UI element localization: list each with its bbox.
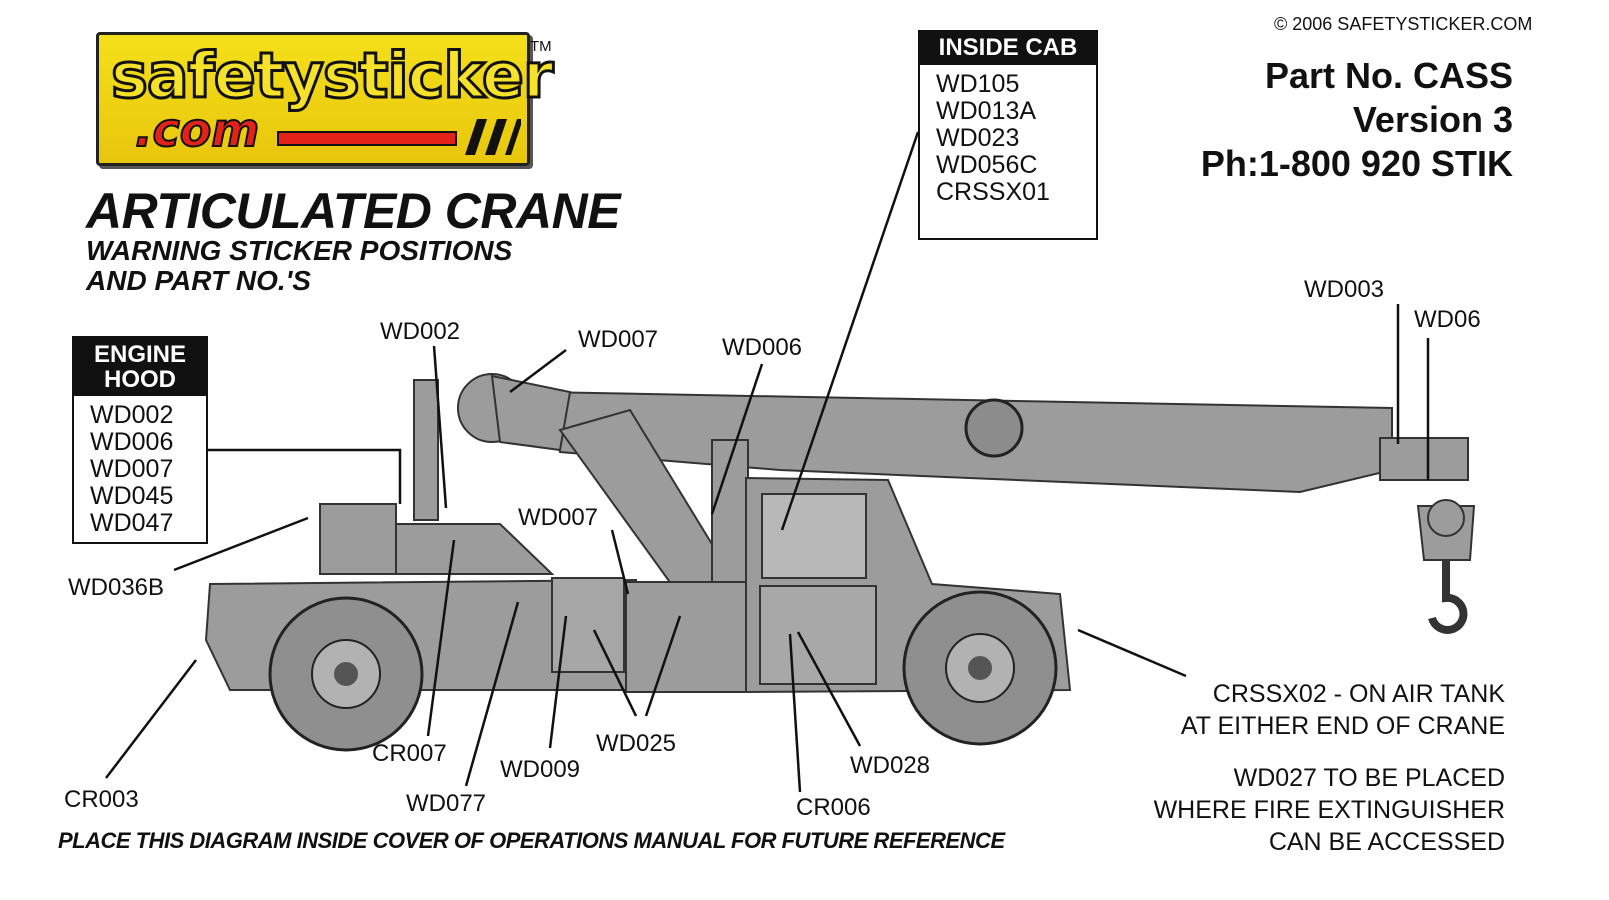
leader-air-tank [1077,628,1187,678]
label-cr006: CR006 [796,794,871,821]
boom-sheave [964,398,1024,458]
list-item: WD007 [90,455,174,483]
label-wd002: WD002 [380,318,461,345]
part-info: Part No. CASS Version 3 Ph:1-800 920 STI… [1201,54,1513,186]
leader-wd077 [464,601,520,787]
side-compartment [551,577,625,673]
safetysticker-logo: safetysticker .com [96,32,555,166]
engine-hood-heading-line1: ENGINE [93,341,186,368]
label-wd077: WD077 [406,790,487,817]
list-item: WD105 [936,70,1020,98]
page-subtitle: WARNING STICKER POSITIONS AND PART NO.'S [86,235,513,296]
label-wd007-top: WD007 [578,326,659,353]
leader-lines [105,131,1430,793]
copyright-notice: © 2006 SAFETYSTICKER.COM [1274,14,1533,34]
leader-wd036b [173,516,309,572]
label-wd028: WD028 [850,752,931,779]
list-item: WD013A [936,97,1037,125]
hook-sheave [1427,499,1465,537]
exhaust-stack [413,379,439,521]
list-item: WD047 [90,509,174,537]
label-cr003: CR003 [64,786,139,813]
list-item: WD002 [90,401,174,429]
list-item: CRSSX01 [936,178,1050,206]
page-title: ARTICULATED CRANE [86,183,621,239]
label-wd003: WD003 [1304,276,1385,303]
part-number: Part No. CASS [1264,55,1513,96]
leader-wd028 [796,631,862,747]
rear-wheel [268,596,424,752]
crane-hook [1428,560,1468,634]
leader-engine-hood [206,448,402,504]
label-cr007: CR007 [372,740,447,767]
leader-wd007-mid [610,529,630,595]
label-wd025: WD025 [596,730,677,757]
label-wd006: WD006 [722,334,803,361]
boom-tip [1379,437,1469,481]
leader-inside-cab [780,131,920,531]
cab-window [761,493,867,579]
logo-stripes-icon [465,119,521,155]
boom-head [490,374,572,452]
label-wd06: WD06 [1414,306,1481,333]
inside-cab-list: WD105 WD013A WD023 WD056C CRSSX01 [920,65,1096,212]
phone-number: Ph:1-800 920 STIK [1200,143,1513,184]
engine-hood-box: ENGINE HOOD WD002 WD006 WD007 WD045 WD04… [72,336,208,544]
leader-wd006 [710,363,764,515]
logo-underline [277,131,457,146]
leader-wd025-a [592,629,638,717]
version-number: Version 3 [1352,99,1513,140]
label-wd007-mid: WD007 [518,504,599,531]
logo-dotcom: .com [134,102,260,158]
label-wd036b: WD036B [68,574,165,601]
leader-cr003 [105,659,197,779]
leader-wd009 [548,615,568,749]
trademark-mark: TM [530,38,552,55]
logo-wordmark: safetysticker [110,38,556,114]
leader-wd007-top [509,349,567,393]
inside-cab-heading: INSIDE CAB [920,32,1096,65]
list-item: WD056C [936,151,1038,179]
engine-hood-list: WD002 WD006 WD007 WD045 WD047 [74,396,206,543]
engine-hood-heading-line2: HOOD [104,366,176,393]
engine-hood [395,523,555,575]
front-wheel [902,590,1058,746]
note-air-tank: CRSSX02 - ON AIR TANK AT EITHER END OF C… [1180,680,1505,740]
leader-cr007 [426,539,456,737]
leader-wd025-b [644,615,682,717]
engine-hood-heading: ENGINE HOOD [74,338,206,396]
inside-cab-box: INSIDE CAB WD105 WD013A WD023 WD056C CRS… [918,30,1098,240]
list-item: WD006 [90,428,174,456]
leader-wd002 [432,345,448,509]
label-wd009: WD009 [500,756,581,783]
footer-instruction: PLACE THIS DIAGRAM INSIDE COVER OF OPERA… [58,828,1005,853]
list-item: WD023 [936,124,1020,152]
crane-boom [538,390,1393,494]
leader-cr006 [788,633,802,793]
engine-block [319,503,397,575]
chassis-rear [625,581,747,693]
note-fire-extinguisher: WD027 TO BE PLACED WHERE FIRE EXTINGUISH… [1153,764,1505,856]
list-item: WD045 [90,482,174,510]
